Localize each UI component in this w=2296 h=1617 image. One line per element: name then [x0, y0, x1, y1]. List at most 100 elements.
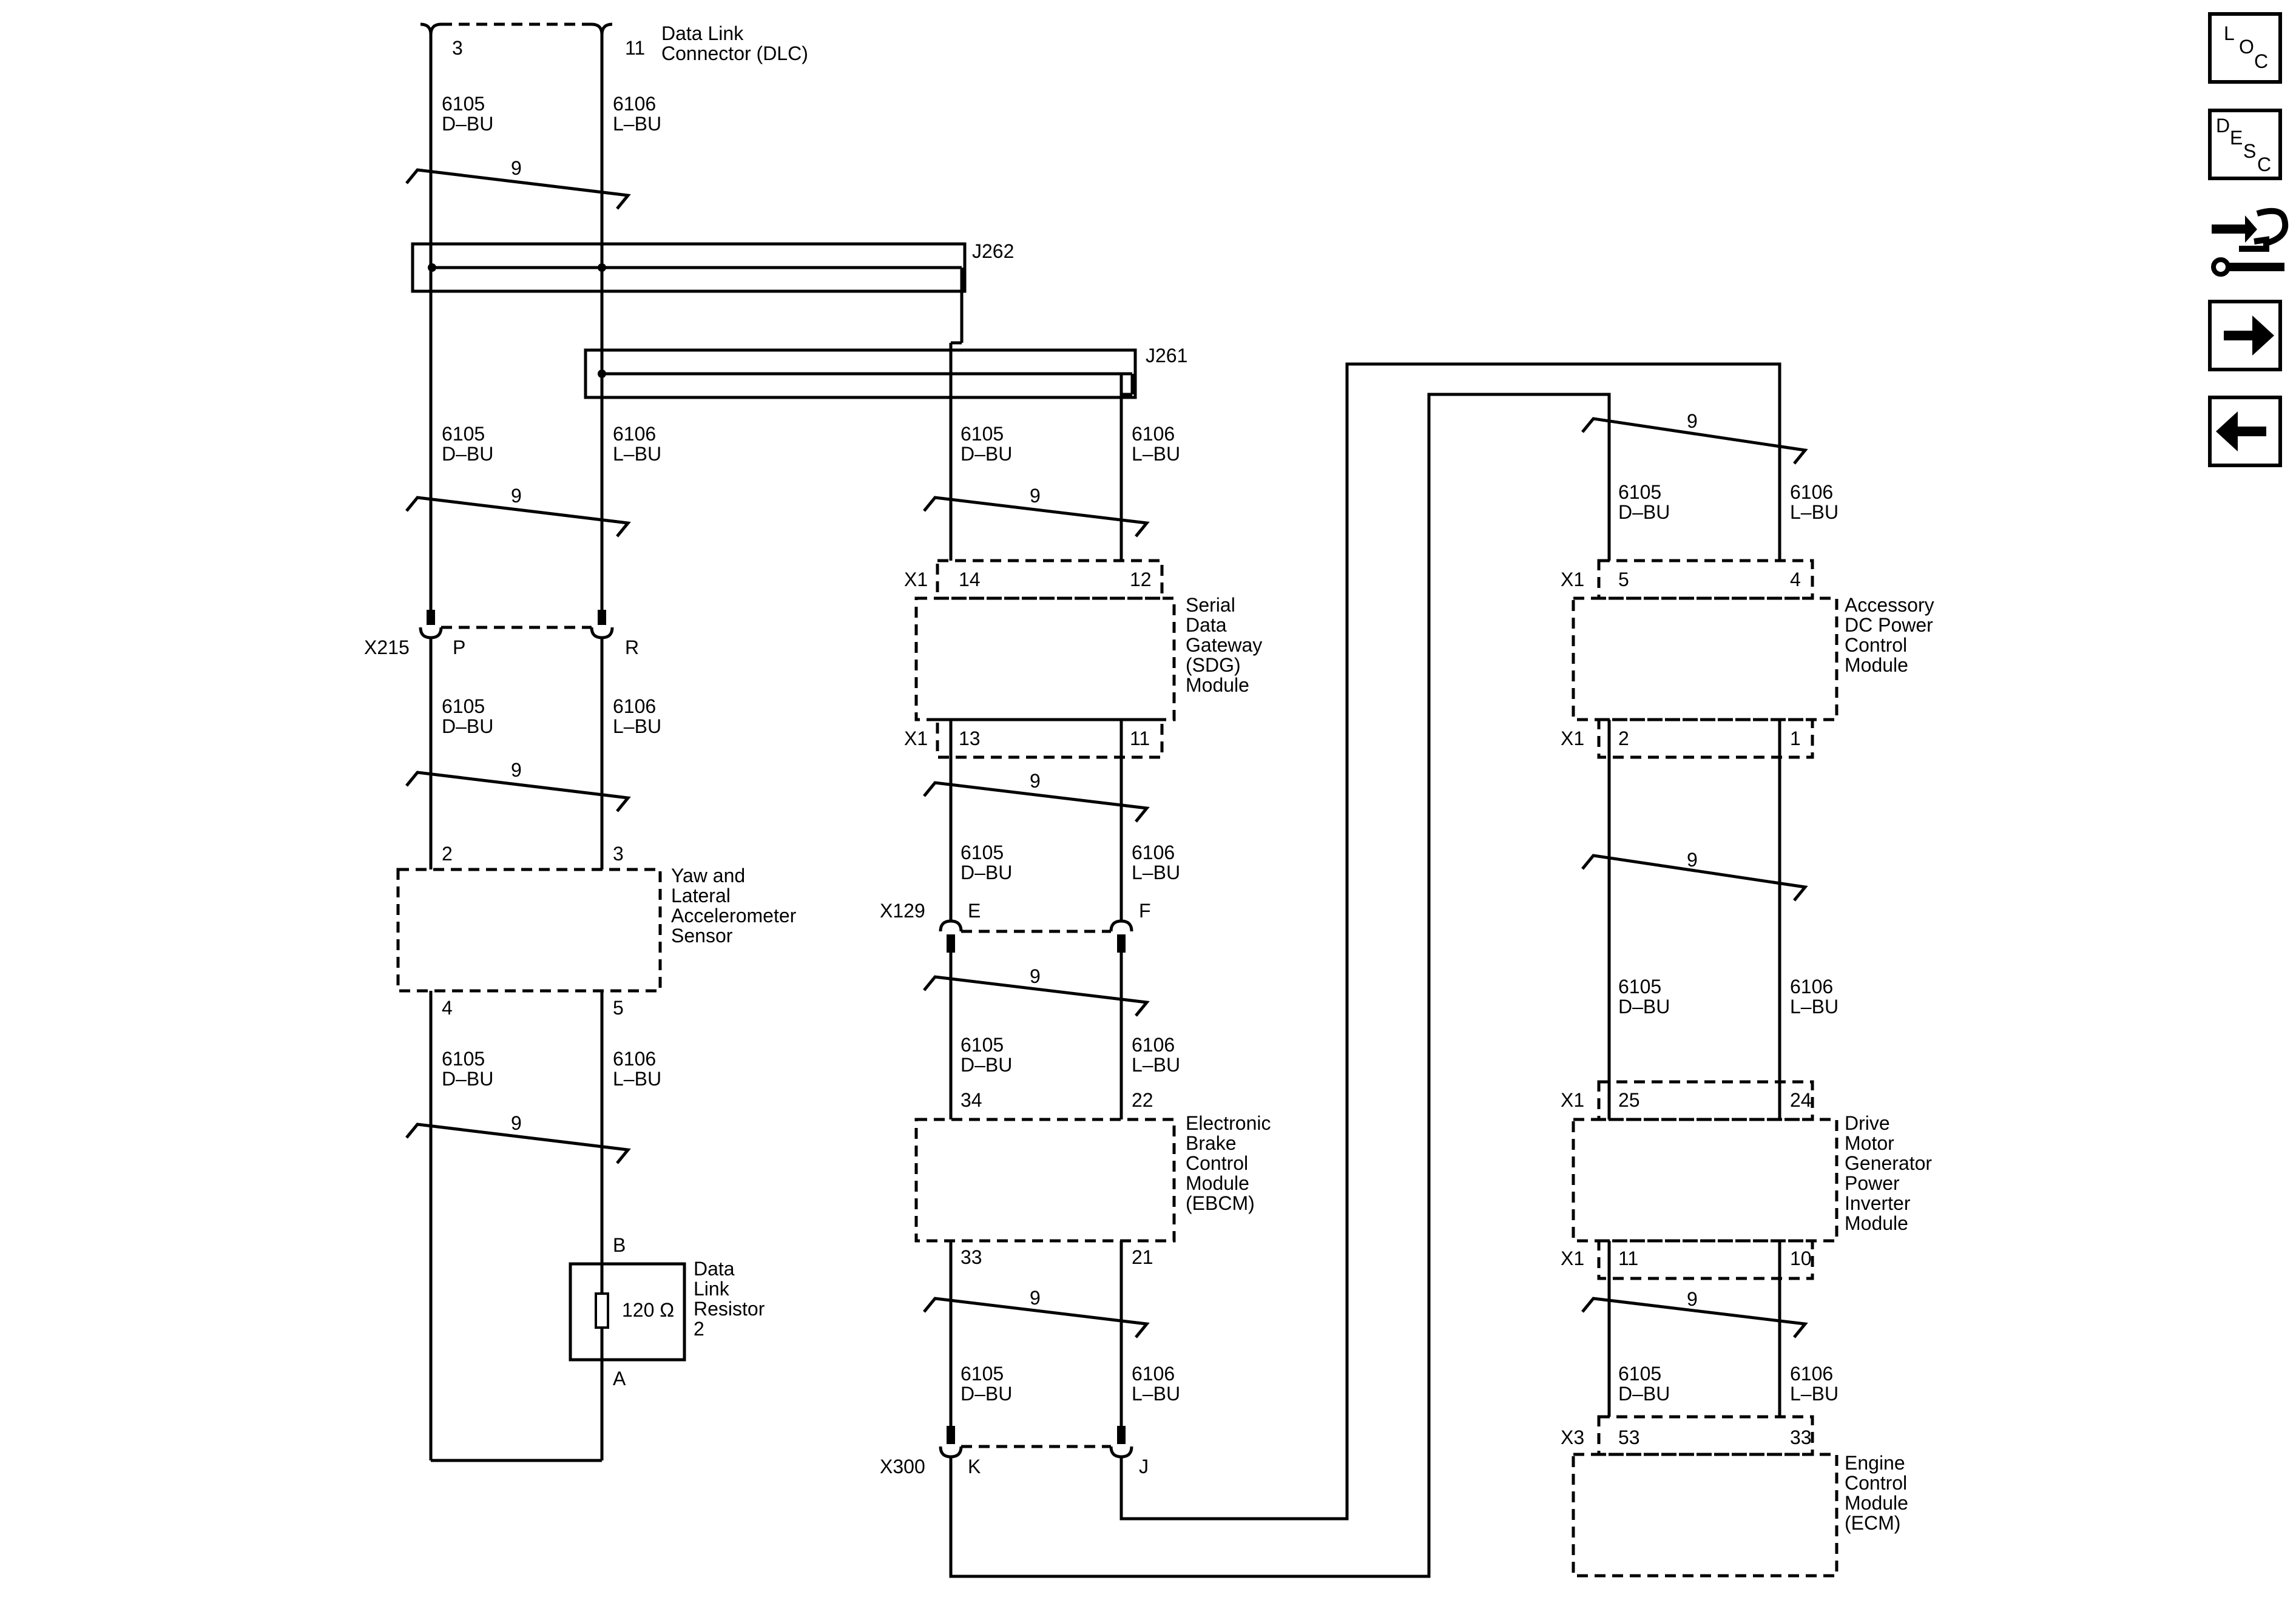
next-page-button[interactable] [2208, 300, 2282, 371]
wire-circuit-label: 6105 [961, 1363, 1004, 1385]
component-label: DC Power [1845, 614, 1933, 636]
twisted-pair-symbol: 9 [405, 759, 631, 812]
pin-label: 4 [442, 997, 453, 1019]
wire-color-label: D–BU [1618, 1383, 1670, 1405]
component-label: Module [1186, 674, 1249, 696]
previous-page-button[interactable] [2208, 396, 2282, 467]
pin-label: 13 [959, 727, 981, 749]
component-label: Electronic [1186, 1112, 1271, 1134]
pin-label: E [968, 900, 981, 922]
pin-label: B [613, 1234, 626, 1256]
pin-label: 25 [1618, 1089, 1640, 1111]
wire-color-label: D–BU [961, 1383, 1012, 1405]
wire-circuit-label: 6105 [1618, 481, 1661, 503]
pin-label: A [613, 1368, 626, 1389]
pin-label: 14 [959, 569, 981, 590]
resistor-value: 120 Ω [622, 1299, 674, 1321]
loc-icon: O [2239, 36, 2254, 58]
wire-color-label: L–BU [1132, 862, 1180, 883]
component-label: Control [1845, 634, 1907, 656]
pin-label: 5 [1618, 569, 1629, 590]
pin-label: 2 [1618, 727, 1629, 749]
twisted-pair-symbol: 9 [923, 770, 1150, 823]
component-label: Drive [1845, 1112, 1890, 1134]
wire-color-label: D–BU [961, 1054, 1012, 1076]
wire-color-label: D–BU [442, 113, 493, 135]
pin-label: 34 [961, 1089, 982, 1111]
component-label: Motor [1845, 1132, 1894, 1154]
pin-label: 5 [613, 997, 624, 1019]
twist-label: 9 [1687, 410, 1698, 432]
harness-connector-icon [2211, 208, 2289, 277]
loc-icon: C [2254, 50, 2268, 72]
data-link-resistor: 120 Ω B A Data Link Resistor 2 [569, 1234, 765, 1460]
previous-arrow-icon [2216, 411, 2266, 451]
wire-circuit-label: 6106 [613, 93, 656, 115]
wire-circuit-label: 6106 [1790, 976, 1833, 998]
wire-circuit-label: 6106 [613, 695, 656, 717]
desc-button[interactable]: D E S C [2208, 109, 2282, 180]
wire-circuit-label: 6105 [961, 1034, 1004, 1056]
wire-circuit-label: 6106 [1790, 481, 1833, 503]
wire-circuit-label: 6106 [1132, 1034, 1175, 1056]
component-label: 2 [694, 1318, 704, 1340]
inline-connector-x215: X215 P R [364, 610, 639, 658]
desc-icon: C [2257, 154, 2271, 175]
wire-color-label: D–BU [1618, 996, 1670, 1018]
twisted-pair-symbol: 9 [405, 157, 631, 210]
yaw-lateral-accelerometer-sensor: 2 3 Yaw and Lateral Accelerometer Sensor… [396, 843, 797, 1019]
engine-control-module: X3 53 33 Engine Control Module (ECM) [1561, 1415, 1908, 1578]
component-label: Module [1845, 1492, 1908, 1514]
component-label: Generator [1845, 1152, 1932, 1174]
pin-label: K [968, 1456, 981, 1477]
wire-color-label: D–BU [1618, 501, 1670, 523]
wire-6105-loop [949, 393, 1611, 1578]
twist-label: 9 [1687, 849, 1698, 871]
wire-circuit-label: 6105 [442, 1048, 485, 1070]
wire-circuit-label: 6106 [1132, 1363, 1175, 1385]
wire-color-label: L–BU [613, 113, 661, 135]
twisted-pair-symbol: 9 [923, 485, 1150, 538]
pin-label: 10 [1790, 1247, 1812, 1269]
twisted-pair-symbol: 9 [1581, 410, 1808, 465]
wire-color-label: D–BU [961, 862, 1012, 883]
component-label: Accelerometer [671, 905, 797, 927]
wire-circuit-label: 6105 [961, 423, 1004, 445]
component-label: Module [1186, 1172, 1249, 1194]
connector-label: X215 [364, 636, 410, 658]
loc-icon: L [2224, 22, 2235, 44]
component-label: Serial [1186, 594, 1235, 616]
wire-6106-loop [1119, 362, 1781, 1521]
drive-motor-generator-power-inverter-module: X1 25 24 X1 11 10 Drive Motor Generator … [1561, 1080, 1932, 1280]
connector-label: X1 [1561, 1089, 1584, 1111]
wire-color-label: L–BU [1790, 996, 1838, 1018]
connector-label: X1 [904, 727, 928, 749]
loc-button[interactable]: L O C [2208, 12, 2282, 84]
connector-label: X3 [1561, 1426, 1584, 1448]
component-label: Link [694, 1278, 730, 1300]
component-label: Sensor [671, 925, 733, 947]
component-label: Control [1186, 1152, 1248, 1174]
pin-label: 11 [1130, 727, 1150, 749]
harness-connector-button[interactable] [2211, 208, 2289, 277]
pin-label: 11 [1618, 1247, 1638, 1269]
twisted-pair-symbol: 9 [923, 965, 1150, 1017]
serial-data-gateway-module: X1 14 12 X1 13 11 Serial Data Gateway (S… [904, 559, 1262, 759]
wire-color-label: D–BU [442, 1068, 493, 1090]
component-label: Gateway [1186, 634, 1262, 656]
desc-icon: E [2230, 127, 2243, 149]
component-label: (SDG) [1186, 654, 1241, 676]
component-label: Brake [1186, 1132, 1237, 1154]
inline-connector-x129: X129 E F [880, 900, 1151, 953]
pin-label: 53 [1618, 1426, 1640, 1448]
pin-label: 21 [1132, 1246, 1153, 1268]
connector-label: X1 [1561, 727, 1584, 749]
pin-label: 33 [961, 1246, 982, 1268]
wire-color-label: L–BU [1132, 1054, 1180, 1076]
data-link-connector: 3 11 Data Link Connector (DLC) [420, 22, 808, 64]
twisted-pair-symbol: 9 [1581, 849, 1808, 902]
wire-circuit-label: 6106 [1132, 423, 1175, 445]
dlc-pin-11: 11 [625, 37, 645, 59]
twist-label: 9 [511, 485, 522, 507]
